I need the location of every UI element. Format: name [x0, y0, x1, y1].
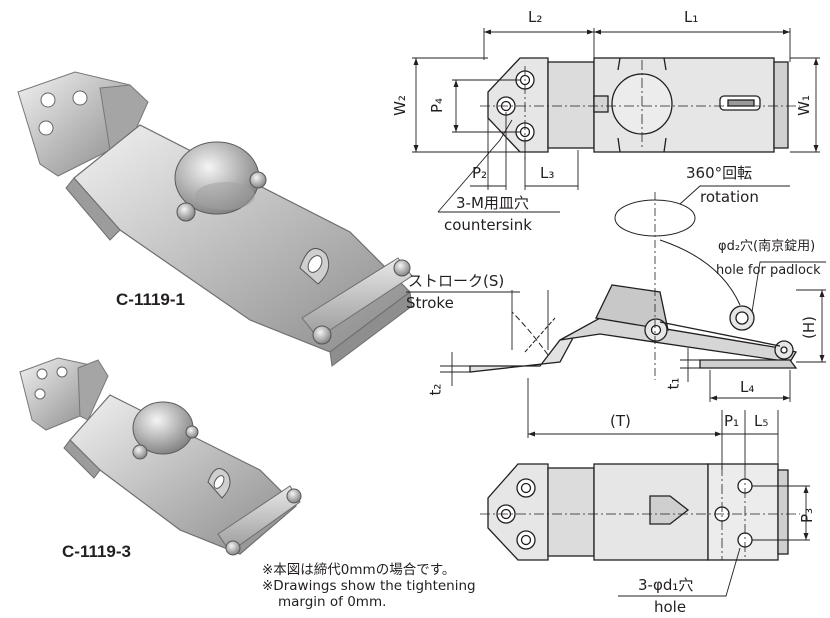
stroke-label-en: Stroke	[406, 294, 454, 312]
bottom-view-centerlines	[480, 466, 800, 560]
dim-label-t1: t₁	[664, 377, 683, 390]
bottom-view-drawing	[487, 463, 789, 561]
dim-label-w1: W₁	[794, 95, 813, 116]
dimension-arrowheads	[413, 29, 825, 540]
hole-label-en: hole	[654, 598, 687, 616]
dim-label-w2: W₂	[390, 95, 409, 116]
side-view-drawing	[469, 284, 798, 373]
dim-label-t2: t₂	[426, 383, 445, 396]
dim-label-p1: P₁	[724, 412, 740, 430]
note-en-line1: ※Drawings show the tightening	[262, 578, 476, 594]
dim-label-l4: L₄	[740, 378, 755, 396]
dim-label-t: (T)	[610, 412, 631, 430]
dim-label-l1: L₁	[684, 8, 699, 26]
countersink-label-jp: 3-M用皿穴	[456, 194, 529, 212]
model-label-c1119-1: C-1119-1	[116, 290, 185, 309]
dim-label-p4: P₄	[428, 97, 447, 114]
product-photo-c1119-1	[17, 71, 413, 367]
rotation-label-en: rotation	[700, 188, 759, 206]
dim-label-h: (H)	[799, 316, 818, 339]
padlock-label-jp: φd₂穴(南京錠用)	[718, 239, 816, 254]
product-photo-c1119-3	[19, 357, 302, 556]
note-jp: ※本図は締代0mmの場合です。	[262, 562, 456, 578]
dimension-lines	[406, 28, 826, 597]
countersink-label-en: countersink	[444, 216, 532, 234]
dim-label-l5: L₅	[754, 412, 769, 430]
rotation-symbol	[511, 192, 741, 380]
hole-label-jp: 3-φd₁穴	[638, 576, 694, 594]
stroke-label-jp: ストローク(S)	[408, 272, 505, 290]
padlock-label-en: hole for padlock	[716, 263, 821, 278]
dim-label-p3: P₃	[798, 507, 817, 524]
dim-label-p2: P₂	[472, 164, 488, 182]
dim-label-l2: L₂	[528, 8, 543, 26]
note-en-line2: margin of 0mm.	[278, 594, 387, 610]
rotation-label-jp: 360°回転	[686, 164, 753, 182]
top-view-drawing	[487, 57, 789, 153]
dim-label-l3: L₃	[540, 164, 555, 182]
model-label-c1119-3: C-1119-3	[62, 542, 131, 561]
